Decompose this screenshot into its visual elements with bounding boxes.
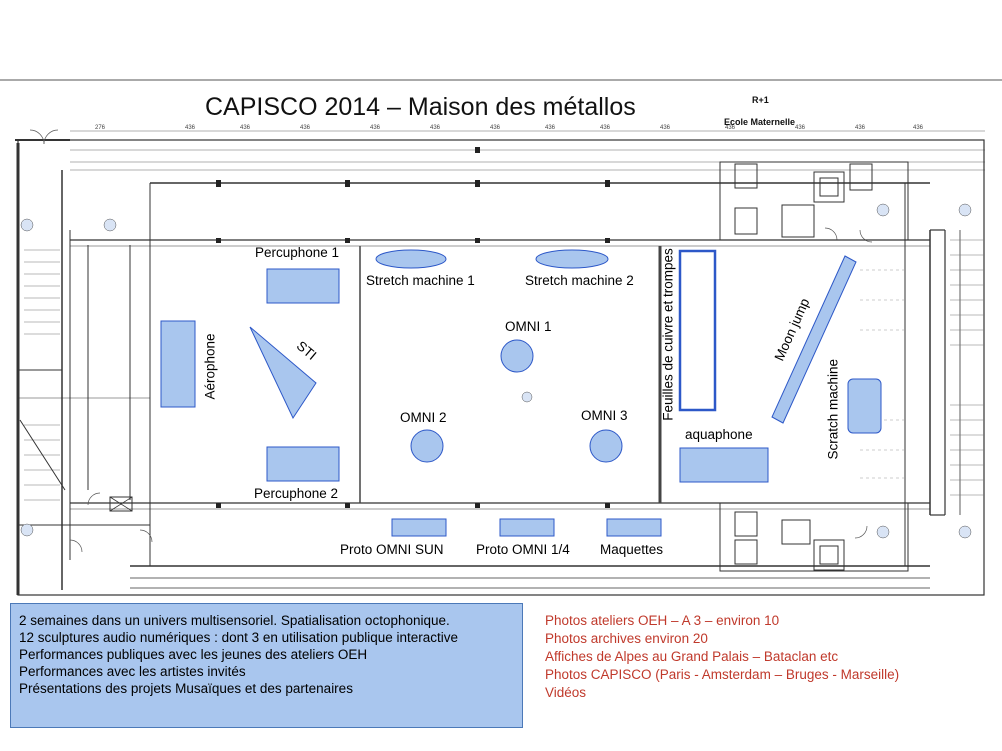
svg-text:436: 436 <box>545 125 556 131</box>
proto-sun-shape <box>391 518 447 537</box>
aerophone-shape <box>160 320 196 408</box>
media-item: Photos archives environ 20 <box>545 631 708 646</box>
sti-shape <box>249 326 317 420</box>
west-stairs <box>19 249 66 501</box>
label-percuphone-1: Percuphone 1 <box>255 245 340 260</box>
info-box: 2 semaines dans un univers multisensorie… <box>10 603 523 728</box>
svg-text:436: 436 <box>600 125 611 131</box>
svg-text:436: 436 <box>430 125 441 131</box>
room-tags <box>20 203 972 539</box>
floor-label: R+1 <box>752 95 769 105</box>
label-omni-1: OMNI 1 <box>505 319 552 334</box>
label-omni-3: OMNI 3 <box>581 408 628 423</box>
east-stairs <box>950 239 984 496</box>
info-line: 2 semaines dans un univers multisensorie… <box>19 613 450 628</box>
top-dimension-chain <box>70 130 985 171</box>
school-label: Ecole Maternelle <box>724 117 796 127</box>
north-restroom-block <box>719 161 909 241</box>
percuphone-1-shape <box>266 268 340 304</box>
proto-quarter-shape <box>499 518 555 537</box>
info-line: 12 sculptures audio numériques : dont 3 … <box>19 630 459 645</box>
info-line: Performances avec les artistes invités <box>19 664 246 679</box>
svg-text:436: 436 <box>855 125 866 131</box>
aquaphone-shape <box>679 447 769 483</box>
scratch-shape <box>847 378 882 434</box>
svg-text:436: 436 <box>725 125 736 131</box>
stretch-2-shape <box>535 249 609 269</box>
svg-text:276: 276 <box>95 125 106 131</box>
media-list: Photos ateliers OEH – A 3 – environ 10 P… <box>545 612 899 702</box>
svg-text:436: 436 <box>300 125 311 131</box>
south-restroom-block <box>719 502 909 572</box>
label-aquaphone: aquaphone <box>685 427 753 442</box>
column-markers <box>216 147 610 508</box>
label-omni-2: OMNI 2 <box>400 410 447 425</box>
label-maquettes: Maquettes <box>600 542 664 557</box>
page-title: CAPISCO 2014 – Maison des métallos <box>205 93 636 121</box>
svg-text:436: 436 <box>240 125 251 131</box>
svg-text:436: 436 <box>913 125 924 131</box>
omni-1-shape <box>500 339 534 373</box>
exhibit-fixtures <box>160 249 882 537</box>
label-scratch: Scratch machine <box>825 358 841 460</box>
building-walls <box>15 139 985 596</box>
svg-text:436: 436 <box>185 125 196 131</box>
svg-text:436: 436 <box>795 125 806 131</box>
info-line: Présentations des projets Musaïques et d… <box>19 681 353 696</box>
label-stretch-2: Stretch machine 2 <box>525 273 634 288</box>
door-swings <box>29 129 873 553</box>
media-item: Photos CAPISCO (Paris - Amsterdam – Brug… <box>545 667 900 682</box>
moon-jump-shape <box>771 255 857 424</box>
label-aerophone: Aérophone <box>202 333 218 400</box>
stretch-1-shape <box>375 249 447 269</box>
column-guides <box>860 269 905 479</box>
label-stretch-1: Stretch machine 1 <box>366 273 475 288</box>
label-percuphone-2: Percuphone 2 <box>254 486 339 501</box>
media-item: Photos ateliers OEH – A 3 – environ 10 <box>545 613 780 628</box>
label-proto-sun: Proto OMNI SUN <box>340 542 444 557</box>
omni-3-shape <box>589 429 623 463</box>
feuilles-frame <box>678 249 717 412</box>
label-proto-quarter: Proto OMNI 1/4 <box>476 542 570 557</box>
svg-text:436: 436 <box>490 125 501 131</box>
svg-text:436: 436 <box>660 125 671 131</box>
percuphone-2-shape <box>266 446 340 482</box>
label-feuilles: Feuilles de cuivre et trompes <box>660 248 676 421</box>
maquettes-shape <box>606 518 662 537</box>
svg-text:436: 436 <box>370 125 381 131</box>
media-item: Vidéos <box>545 685 587 700</box>
west-lift <box>109 496 133 512</box>
media-item: Affiches de Alpes au Grand Palais – Bata… <box>545 649 839 664</box>
info-line: Performances publiques avec les jeunes d… <box>19 647 368 662</box>
omni-2-shape <box>410 429 444 463</box>
